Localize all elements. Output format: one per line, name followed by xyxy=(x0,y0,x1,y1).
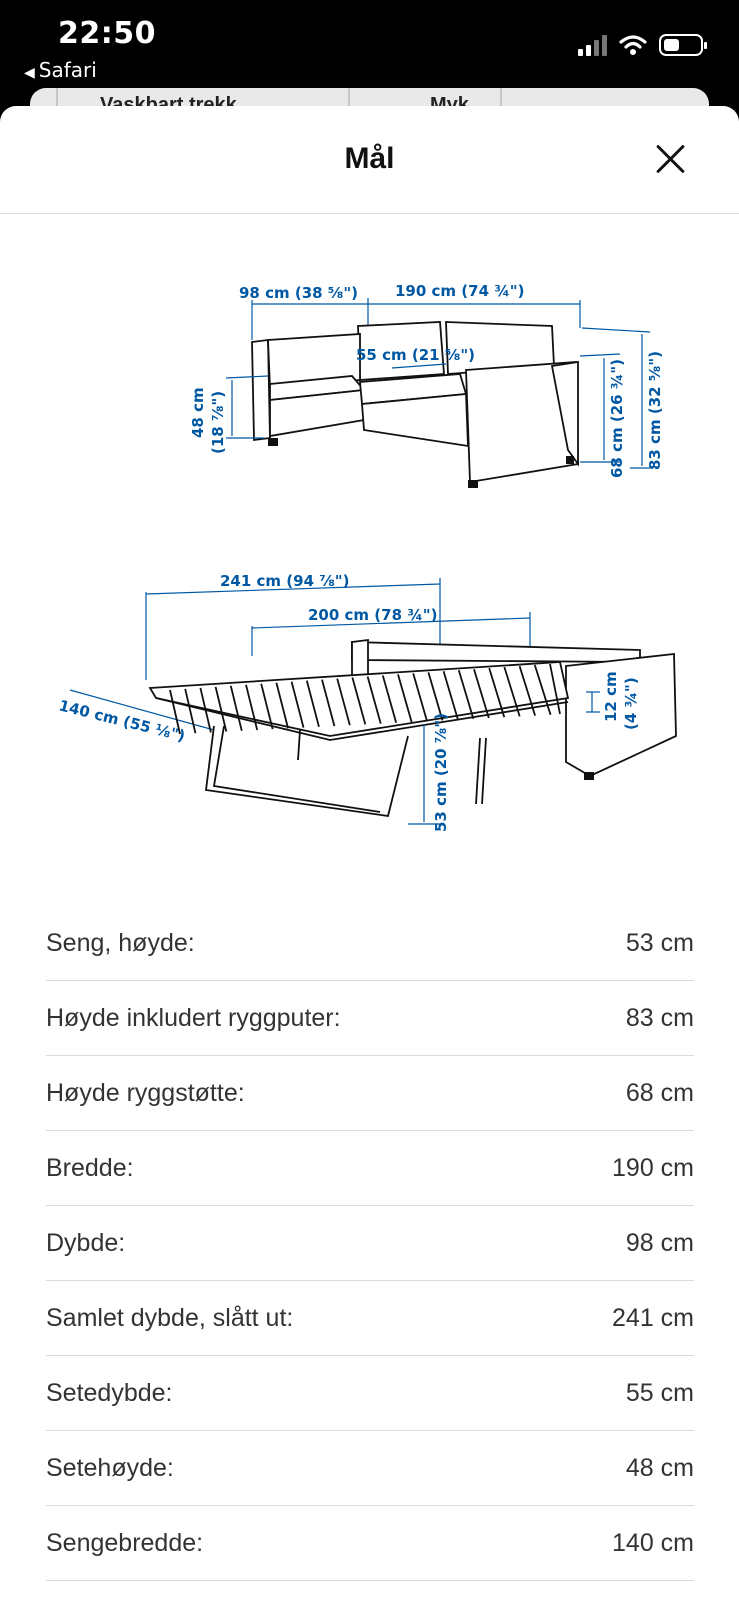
spec-row: Seng, høyde: 53 cm xyxy=(46,906,694,981)
bed-slat xyxy=(488,667,506,718)
dim-seat-height-inch-label: (18 ⅞") xyxy=(209,391,227,454)
spec-row: Setedybde: 55 cm xyxy=(46,1356,694,1431)
spec-label: Dybde: xyxy=(46,1228,126,1257)
dim-bed-width-label: 140 cm (55 ⅛") xyxy=(57,696,187,745)
sheet-header: Mål xyxy=(0,106,739,214)
spec-value: 53 cm xyxy=(625,928,694,957)
bed-slat xyxy=(549,663,561,715)
spec-value: 83 cm xyxy=(625,1003,694,1032)
bed-slat xyxy=(366,676,382,724)
bed-slat xyxy=(321,679,336,727)
sofabed-dimension-diagram: 241 cm (94 ⅞") 200 cm (78 ¾") 140 cm (55… xyxy=(0,550,739,850)
spec-row: Sengebredde: 140 cm xyxy=(46,1506,694,1581)
bed-slat xyxy=(184,688,197,734)
back-to-app-link[interactable]: ◀Safari xyxy=(24,58,97,82)
spec-label: Samlet dybde, slått ut: xyxy=(46,1303,294,1332)
wifi-icon xyxy=(619,35,647,55)
bed-slat xyxy=(214,686,228,732)
status-icons xyxy=(578,34,707,56)
bed-slat xyxy=(229,685,243,732)
bed-slat xyxy=(275,682,289,729)
status-time: 22:50 xyxy=(58,16,156,51)
spec-row: Dybde: 98 cm xyxy=(46,1206,694,1281)
specs-list: Seng, høyde: 53 cm Høyde inkludert ryggpu… xyxy=(46,906,694,1581)
spec-value: 48 cm xyxy=(625,1453,694,1482)
dim-mattress-label: 12 cm xyxy=(602,671,620,722)
sofabed-drawing: 241 cm (94 ⅞") 200 cm (78 ¾") 140 cm (55… xyxy=(57,572,677,832)
spec-value: 190 cm xyxy=(612,1153,694,1182)
spec-label: Høyde inkludert ryggputer: xyxy=(46,1003,341,1032)
bed-slat xyxy=(199,687,212,733)
sofa-dimension-diagram: 98 cm (38 ⅝") 190 cm (74 ¾") 55 cm (21 ⅝… xyxy=(0,270,739,500)
spec-label: Setedybde: xyxy=(46,1378,173,1407)
battery-icon xyxy=(659,34,707,56)
bed-slat xyxy=(245,684,259,731)
bed-slat xyxy=(351,677,367,725)
bed-slat xyxy=(381,675,398,724)
dim-width-label: 190 cm (74 ¾") xyxy=(395,282,524,300)
bed-slat xyxy=(442,671,459,720)
spec-row: Setehøyde: 48 cm xyxy=(46,1431,694,1506)
spec-label: Sengebredde: xyxy=(46,1528,204,1557)
dim-back-height-label: 68 cm (26 ¾") xyxy=(608,359,626,478)
dim-total-depth-label: 241 cm (94 ⅞") xyxy=(220,572,349,590)
bed-slat xyxy=(290,681,305,728)
spec-label: Seng, høyde: xyxy=(46,928,195,957)
spec-value: 241 cm xyxy=(612,1303,694,1332)
back-app-label: Safari xyxy=(38,58,97,82)
bed-slat xyxy=(169,689,181,735)
dim-mattress-inch-label: (4 ¾") xyxy=(622,677,640,730)
back-triangle-icon: ◀ xyxy=(24,65,35,81)
bed-slat xyxy=(412,673,428,722)
close-icon[interactable] xyxy=(653,142,687,176)
spec-label: Høyde ryggstøtte: xyxy=(46,1078,245,1107)
bed-slat xyxy=(503,666,521,717)
spec-row: Høyde inkludert ryggputer: 83 cm xyxy=(46,981,694,1056)
dim-bed-height-label: 53 cm (20 ⅞") xyxy=(432,713,450,832)
spec-row: Samlet dybde, slått ut: 241 cm xyxy=(46,1281,694,1356)
spec-value: 68 cm xyxy=(625,1078,694,1107)
status-bar: 22:50 ◀Safari xyxy=(0,0,739,92)
bed-slat xyxy=(518,665,536,716)
bed-slat xyxy=(397,674,413,723)
bed-slat xyxy=(336,678,351,726)
bed-slat xyxy=(533,664,552,716)
dimensions-sheet: Mål xyxy=(0,106,739,1600)
sofa-drawing: 98 cm (38 ⅝") 190 cm (74 ¾") 55 cm (21 ⅝… xyxy=(189,282,664,488)
dim-bed-length-label: 200 cm (78 ¾") xyxy=(308,606,437,624)
cellular-signal-icon xyxy=(578,34,607,56)
dim-total-height-label: 83 cm (32 ⅝") xyxy=(646,351,664,470)
bed-slat xyxy=(457,669,475,720)
dim-seat-height-label: 48 cm xyxy=(189,387,207,438)
sheet-title: Mål xyxy=(344,142,395,175)
bed-slat xyxy=(473,668,490,719)
spec-value: 55 cm xyxy=(625,1378,694,1407)
dim-depth-label: 98 cm (38 ⅝") xyxy=(239,284,358,302)
spec-label: Setehøyde: xyxy=(46,1453,174,1482)
dim-seat-depth-label: 55 cm (21 ⅝") xyxy=(356,346,475,364)
bed-slat xyxy=(260,683,274,730)
spec-label: Bredde: xyxy=(46,1153,134,1182)
bed-slat xyxy=(427,672,444,721)
spec-value: 140 cm xyxy=(612,1528,694,1557)
spec-row: Høyde ryggstøtte: 68 cm xyxy=(46,1056,694,1131)
bed-slat xyxy=(305,680,320,728)
spec-row: Bredde: 190 cm xyxy=(46,1131,694,1206)
spec-value: 98 cm xyxy=(625,1228,694,1257)
